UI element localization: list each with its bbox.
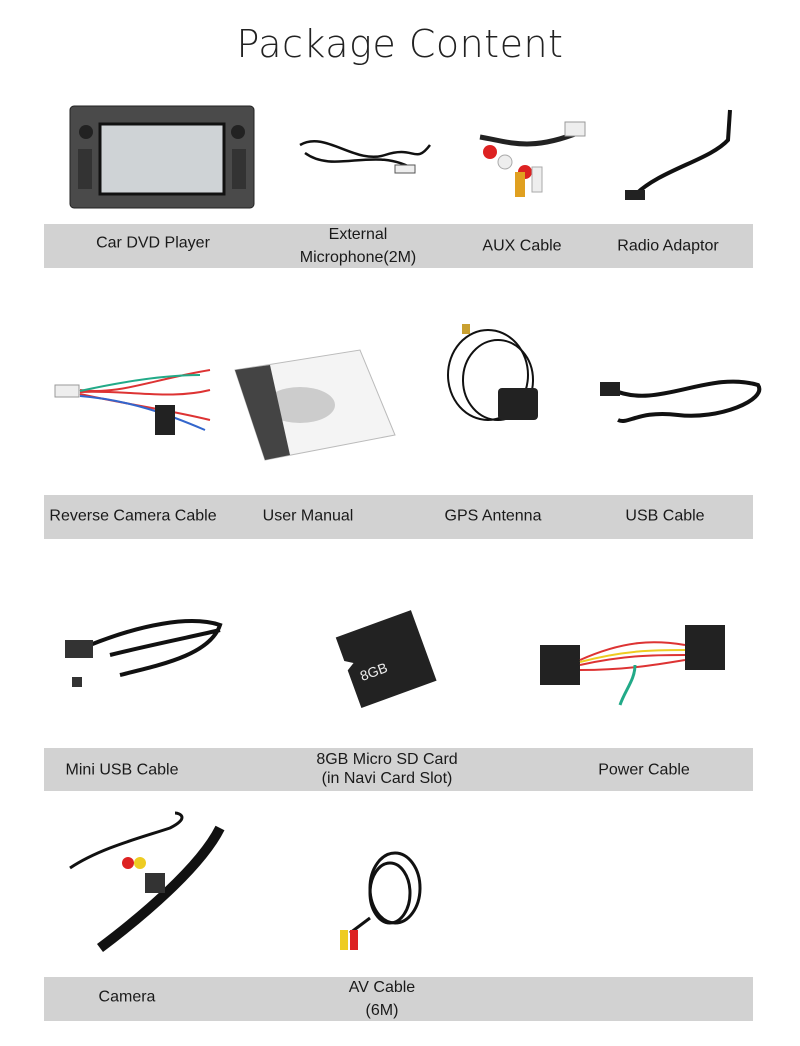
- item-label: Car DVD Player: [96, 234, 210, 252]
- item-label: External Microphone(2M): [300, 223, 416, 269]
- item-label: 8GB Micro SD Card (in Navi Card Slot): [316, 750, 457, 788]
- aux-cable-image: [479, 121, 586, 197]
- user-manual-image: [234, 349, 396, 461]
- item-label: AV Cable (6M): [349, 976, 415, 1022]
- label-bar-row-3: [44, 748, 753, 791]
- item-label: GPS Antenna: [444, 507, 542, 525]
- label-line: External: [328, 226, 388, 243]
- car-dvd-player-image: [69, 105, 255, 209]
- label-line: (6M): [365, 1002, 399, 1019]
- reverse-camera-cable-image: [54, 369, 211, 435]
- label-line: AV Cable: [348, 979, 416, 996]
- page-title: Package Content: [236, 22, 564, 66]
- usb-cable-image: [600, 379, 762, 423]
- label-line: (in Navi Card Slot): [321, 770, 453, 787]
- item-label: AUX Cable: [482, 237, 562, 255]
- label-bar-row-2: [44, 495, 753, 539]
- item-label: User Manual: [262, 507, 354, 525]
- microphone-image: [299, 139, 431, 174]
- power-cable-image: [540, 625, 725, 706]
- radio-adaptor-image: [625, 109, 732, 200]
- item-label: USB Cable: [625, 507, 705, 525]
- label-line: Microphone(2M): [299, 249, 417, 266]
- item-label: Power Cable: [598, 761, 690, 779]
- item-label: Reverse Camera Cable: [49, 507, 217, 525]
- camera-image: [69, 811, 225, 952]
- mini-usb-cable-image: [65, 619, 223, 687]
- item-label: Mini USB Cable: [65, 761, 179, 779]
- micro-sd-card-image: 8GB: [335, 610, 437, 708]
- label-bar-row-1: [44, 224, 753, 268]
- item-label: Radio Adaptor: [617, 237, 719, 255]
- av-cable-image: [340, 851, 422, 950]
- gps-antenna-image: [447, 324, 538, 421]
- item-label: Camera: [98, 988, 156, 1006]
- label-line: 8GB Micro SD Card: [316, 751, 458, 768]
- label-bar-row-4: [44, 977, 753, 1021]
